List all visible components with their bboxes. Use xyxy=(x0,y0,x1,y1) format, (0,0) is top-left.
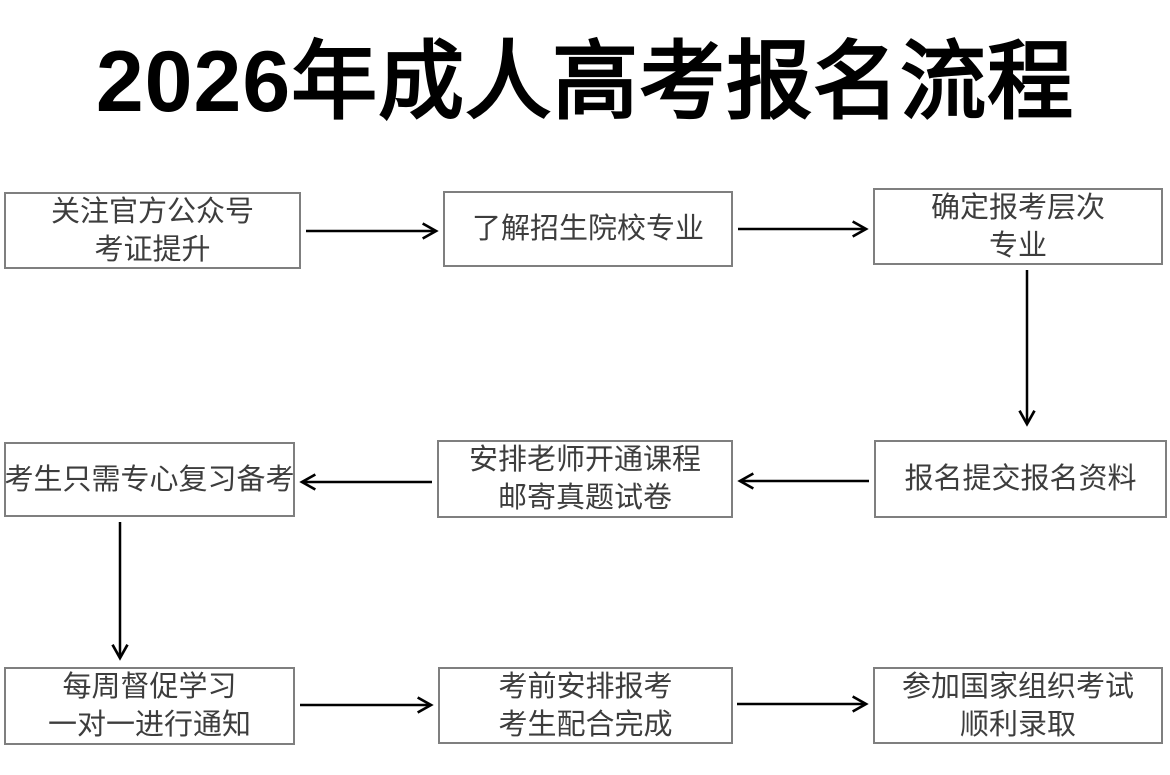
flow-step-text: 专业 xyxy=(988,229,1047,262)
flow-step-text: 考生只需专心复习备考 xyxy=(4,463,295,496)
flow-step-text: 确定报考层次 xyxy=(930,191,1105,224)
flow-step-teacher-course-materials: 安排老师开通课程 邮寄真题试卷 xyxy=(437,440,733,518)
page-title: 2026年成人高考报名流程 xyxy=(95,34,1075,130)
flow-step-text: 顺利录取 xyxy=(959,708,1076,741)
flow-step-text: 参加国家组织考试 xyxy=(901,670,1134,703)
flow-step-text: 考证提升 xyxy=(94,233,211,266)
flow-step-text: 了解招生院校专业 xyxy=(471,213,704,245)
flow-step-text: 考前安排报考 xyxy=(498,670,673,703)
flow-step-student-review: 考生只需专心复习备考 xyxy=(4,442,295,517)
flow-step-text: 邮寄真题试卷 xyxy=(497,482,672,514)
flow-step-text: 报名提交报名资料 xyxy=(904,463,1137,495)
flow-step-text: 安排老师开通课程 xyxy=(468,444,701,476)
flow-step-submit-registration: 报名提交报名资料 xyxy=(874,440,1167,518)
flow-step-pre-exam-arrangement: 考前安排报考 考生配合完成 xyxy=(438,667,733,744)
flow-step-follow-official-account: 关注官方公众号 考证提升 xyxy=(4,192,301,269)
flow-step-text: 一对一进行通知 xyxy=(47,709,251,741)
flow-step-confirm-level-major: 确定报考层次 专业 xyxy=(873,188,1163,265)
flow-step-text: 每周督促学习 xyxy=(62,671,237,703)
flow-step-national-exam-admission: 参加国家组织考试 顺利录取 xyxy=(873,667,1163,744)
flow-step-learn-colleges-majors: 了解招生院校专业 xyxy=(443,191,733,267)
flow-step-text: 考生配合完成 xyxy=(498,708,673,741)
flow-step-weekly-study-supervision: 每周督促学习 一对一进行通知 xyxy=(4,667,295,745)
flow-step-text: 关注官方公众号 xyxy=(50,195,254,228)
